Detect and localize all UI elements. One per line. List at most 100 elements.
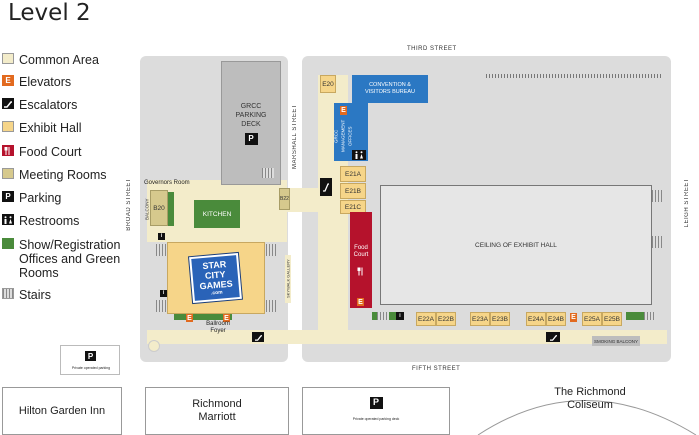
food-court: Food Court bbox=[350, 212, 372, 308]
walkway-label: SKYWALK GALLERY bbox=[285, 255, 291, 303]
escalator-icon bbox=[252, 332, 264, 342]
elevator-icon: E bbox=[357, 298, 364, 306]
escalator-icon bbox=[546, 332, 560, 342]
balcony-label: BALCONY bbox=[144, 198, 150, 220]
parking-note: Private operated parking deck bbox=[352, 416, 400, 421]
legend-meeting-rooms: Meeting Rooms bbox=[2, 168, 107, 182]
stairs bbox=[652, 236, 662, 248]
legend-label: Elevators bbox=[19, 75, 72, 89]
room-e23b: E23B bbox=[490, 312, 510, 326]
stairs bbox=[266, 300, 276, 312]
coliseum-outline bbox=[477, 400, 697, 435]
restroom-icon bbox=[352, 150, 366, 160]
governors-room-label: Governors Room bbox=[144, 180, 190, 186]
convention-visitors-bureau: CONVENTION & VISITORS BUREAU bbox=[352, 75, 428, 103]
meeting-rooms-swatch bbox=[2, 168, 14, 179]
marshall-street-label: MARSHALL STREET bbox=[292, 104, 298, 169]
food-court-label: Food Court bbox=[353, 244, 369, 258]
legend-label: Exhibit Hall bbox=[19, 121, 82, 135]
building-label: Richmond Marriott bbox=[192, 398, 242, 423]
food-court-icon bbox=[2, 145, 14, 156]
green-room bbox=[168, 192, 174, 226]
elevator-icon: E bbox=[223, 314, 230, 322]
room-label: E24B bbox=[548, 315, 564, 323]
hilton-garden-inn: Hilton Garden Inn bbox=[2, 387, 122, 435]
elevator-icon: E bbox=[570, 313, 577, 322]
escalator-icon bbox=[320, 178, 332, 196]
legend-restrooms: Restrooms bbox=[2, 214, 79, 228]
room-label: E21C bbox=[344, 203, 362, 211]
room-e23a: E23A bbox=[470, 312, 490, 326]
skylight-strip bbox=[486, 74, 662, 78]
parking-box-left: P Private operated parking bbox=[60, 345, 120, 375]
legend-green-rooms: Show/Registration Offices and Green Room… bbox=[2, 238, 137, 280]
legend-escalators: Escalators bbox=[2, 98, 77, 112]
room-b22: B22 bbox=[279, 188, 290, 210]
legend-label: Restrooms bbox=[19, 214, 80, 228]
legend-stairs: Stairs bbox=[2, 288, 51, 302]
round-landing bbox=[148, 340, 160, 352]
escalator-icon bbox=[2, 98, 14, 109]
parking-deck-label: GRCC PARKING DECK bbox=[235, 102, 267, 128]
room-e21b: E21B bbox=[340, 183, 366, 199]
room-label: E25A bbox=[584, 315, 600, 323]
room-e22a: E22A bbox=[416, 312, 436, 326]
parking-icon: P bbox=[85, 351, 96, 361]
room-e22b: E22B bbox=[436, 312, 456, 326]
ceiling-of-exhibit-hall: CEILING OF EXHIBIT HALL bbox=[380, 185, 652, 305]
legend-elevators: E Elevators bbox=[2, 75, 71, 89]
stairs bbox=[652, 190, 662, 202]
room-b20: B20 bbox=[150, 190, 168, 226]
elevator-icon: E bbox=[186, 314, 193, 322]
parking-icon: P bbox=[369, 396, 383, 409]
legend-label: Food Court bbox=[19, 145, 82, 159]
fifth-street-label: FIFTH STREET bbox=[412, 366, 461, 372]
room-label: E20 bbox=[322, 80, 334, 88]
room-label: E22A bbox=[418, 315, 434, 323]
stairs bbox=[156, 300, 166, 312]
kitchen-label: KITCHEN bbox=[202, 210, 232, 218]
restroom-icon: i bbox=[396, 312, 404, 320]
exhibit-hall-swatch bbox=[2, 121, 14, 132]
star-city-games-logo: STAR CITY GAMES .com bbox=[189, 252, 243, 304]
page-title: Level 2 bbox=[8, 0, 91, 26]
legend-common-area: Common Area bbox=[2, 53, 99, 67]
richmond-coliseum-label: The Richmond Coliseum bbox=[554, 386, 626, 411]
room-label: E21B bbox=[345, 187, 361, 195]
smoking-balcony: SMOKING BALCONY bbox=[592, 336, 640, 346]
third-street-label: THIRD STREET bbox=[407, 46, 457, 52]
room-label: E21A bbox=[345, 170, 361, 178]
stairs bbox=[262, 168, 274, 178]
room-label: E25B bbox=[604, 315, 620, 323]
broad-street-label: BROAD STREET bbox=[126, 178, 132, 231]
parking-deck: GRCC PARKING DECK P bbox=[221, 61, 281, 185]
legend-label: Stairs bbox=[19, 288, 51, 302]
room-e24b: E24B bbox=[546, 312, 566, 326]
room-label: B22 bbox=[280, 195, 289, 202]
room-label: E24A bbox=[528, 315, 544, 323]
legend-exhibit-hall: Exhibit Hall bbox=[2, 121, 82, 135]
richmond-marriott: Richmond Marriott bbox=[145, 387, 289, 435]
legend-label: Parking bbox=[19, 191, 62, 205]
room-e24a: E24A bbox=[526, 312, 546, 326]
grcc-offices-label: GRCC MANAGEMENT OFFICES bbox=[333, 119, 353, 153]
green-room-swatch bbox=[2, 238, 14, 249]
room-label: E23B bbox=[492, 315, 508, 323]
ceiling-label: CEILING OF EXHIBIT HALL bbox=[475, 241, 557, 249]
leigh-street-label: LEIGH STREET bbox=[684, 178, 690, 228]
kitchen: KITCHEN bbox=[194, 200, 240, 228]
ballroom: STAR CITY GAMES .com bbox=[167, 242, 265, 314]
restroom-icon: i bbox=[160, 290, 167, 297]
legend-label: Meeting Rooms bbox=[19, 168, 107, 182]
stairs bbox=[377, 312, 389, 320]
legend-label: Common Area bbox=[19, 53, 99, 67]
parking-icon: P bbox=[244, 132, 258, 145]
stairs bbox=[156, 244, 166, 256]
stairs bbox=[266, 244, 276, 256]
parking-note: Private operated parking bbox=[71, 366, 111, 370]
legend-label: Escalators bbox=[19, 98, 78, 112]
food-court-icon bbox=[357, 267, 363, 275]
convention-label: CONVENTION & VISITORS BUREAU bbox=[364, 82, 416, 95]
stairs-swatch bbox=[2, 288, 14, 299]
green-room bbox=[174, 314, 232, 320]
